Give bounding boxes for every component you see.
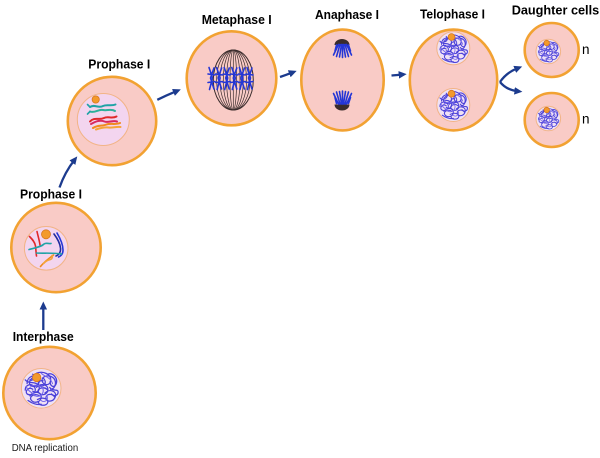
stage-label-metaphase-i: Metaphase I [202, 12, 272, 27]
ploidy-label: n [582, 42, 590, 57]
stage-label-interphase: Interphase [13, 329, 74, 344]
chromosomes [332, 90, 353, 105]
stage-prophase-i-1: Prophase I [9, 187, 103, 294]
chromosome [222, 66, 231, 91]
nucleolus [91, 95, 100, 104]
metaphase-plate-chromosomes [207, 66, 254, 91]
nucleus [76, 93, 130, 146]
chromatid-ends [86, 103, 91, 115]
chromosome [42, 254, 54, 265]
chromosome [53, 233, 62, 257]
annotation-dna-replication: DNA replication [12, 443, 79, 454]
chromosome [89, 115, 118, 123]
chromosomes [332, 43, 353, 59]
chromosome [245, 66, 254, 91]
cell [408, 28, 499, 132]
chromosome [230, 66, 239, 91]
stage-metaphase-i: Metaphase I [185, 12, 278, 127]
nucleolus [447, 33, 456, 41]
chromosome [89, 108, 116, 113]
chromosome [56, 232, 64, 258]
stage-interphase: Interphase DNA replication [1, 329, 98, 454]
stage-daughter-cells: n n Daughter cells [512, 3, 600, 149]
chromosome [237, 66, 247, 91]
nucleolus [543, 106, 550, 114]
chromosome [90, 119, 118, 125]
chromosome [92, 122, 121, 129]
chromosome [28, 242, 52, 251]
cell [299, 28, 385, 132]
arrow-metaphase-i-to-anaphase-i [279, 70, 297, 79]
arrow-prophase-i-2-to-metaphase-i [156, 88, 181, 101]
stage-label-telophase-i: Telophase I [420, 7, 485, 22]
stage-anaphase-i: Anaphase I [299, 7, 385, 132]
stage-prophase-i-2: Prophase I [66, 56, 158, 167]
arrow-anaphase-i-to-telophase-i [391, 71, 407, 79]
chromosome [214, 66, 224, 91]
chromosome [36, 230, 41, 246]
daughter-cell-2: n [523, 91, 590, 149]
arrows [39, 65, 523, 330]
chromosome [95, 125, 122, 131]
spindle-pole [334, 104, 350, 111]
arrow-telophase-i-to-daughter-cell-1 [499, 65, 523, 83]
chromosome [207, 66, 216, 91]
stage-telophase-i: Telophase I [408, 7, 499, 132]
arrow-prophase-i-1-to-prophase-i-2 [58, 156, 78, 188]
nucleolus [447, 89, 456, 98]
arrow-telophase-i-to-daughter-cell-2 [499, 81, 523, 95]
stage-label-prophase-i-2: Prophase I [88, 56, 150, 71]
nucleolus [41, 229, 51, 240]
spindle-pole [334, 39, 350, 45]
daughter-cell-1: n [523, 21, 590, 79]
stage-label-daughter-cells: Daughter cells [512, 3, 600, 18]
cell [185, 30, 278, 127]
nucleolus [32, 372, 42, 383]
stage-label-anaphase-i: Anaphase I [315, 7, 379, 22]
chromosome [35, 252, 63, 255]
nucleolus [543, 39, 550, 47]
stage-label-prophase-i-1: Prophase I [20, 187, 82, 202]
ploidy-label: n [582, 112, 590, 127]
chromosome-group-lower [332, 90, 353, 111]
chromosome [89, 103, 117, 108]
chromosome-group-upper [332, 39, 353, 59]
